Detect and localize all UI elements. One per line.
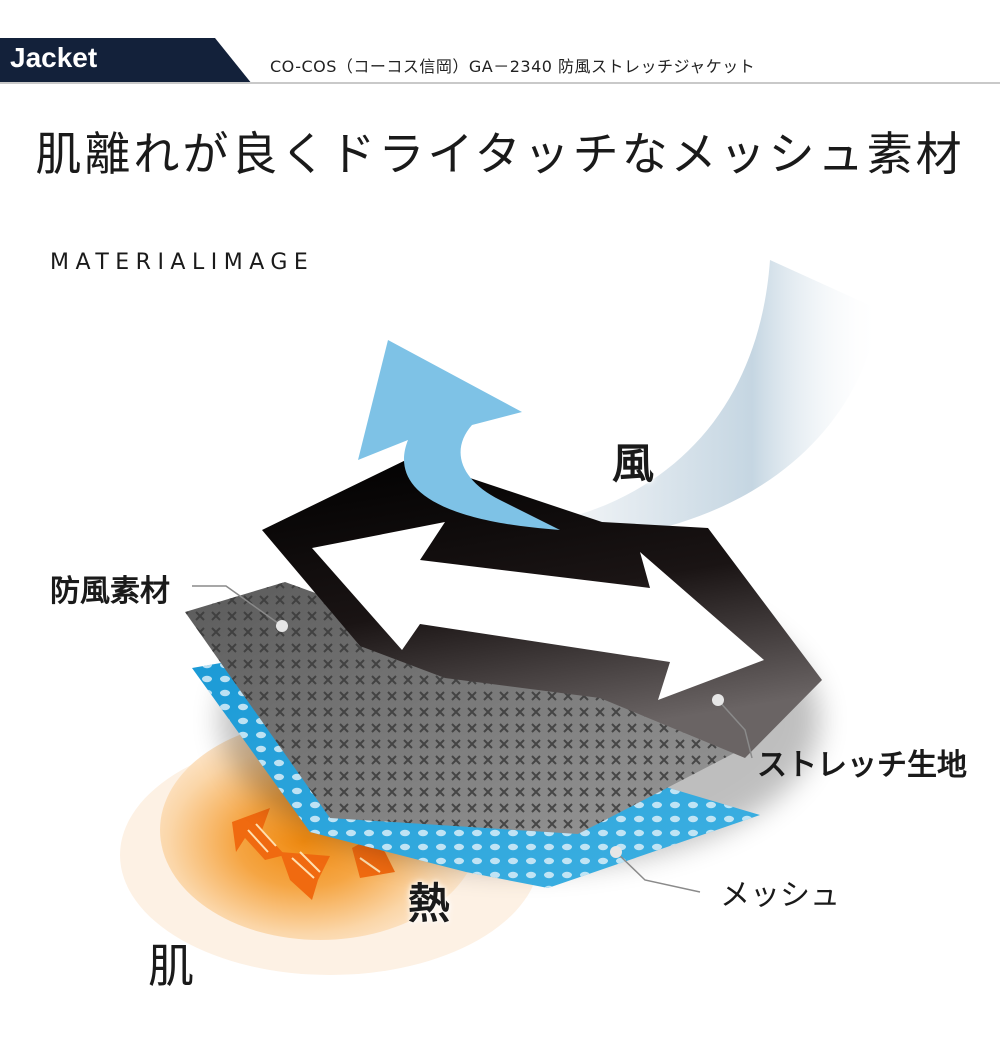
label-wind: 風 xyxy=(612,439,655,488)
leader-lines xyxy=(192,585,753,893)
header-bar: Jacket CO-COS（コーコス信岡）GA－2340 防風ストレッチジャケッ… xyxy=(0,38,1000,85)
header-rule xyxy=(0,82,1000,84)
stretch-marker xyxy=(712,694,724,706)
label-mesh: メッシュ xyxy=(720,878,840,913)
label-heat: 熱 xyxy=(408,879,451,928)
subhead: MATERIALIMAGE xyxy=(50,250,315,275)
category-tab xyxy=(0,38,252,84)
wind-tail xyxy=(560,260,880,540)
heat-arrows xyxy=(232,808,395,900)
wind-arrow-icon xyxy=(358,340,560,530)
label-skin: 肌 xyxy=(148,939,194,993)
category-label: Jacket xyxy=(10,42,98,73)
product-title: CO-COS（コーコス信岡）GA－2340 防風ストレッチジャケット xyxy=(270,57,756,76)
label-windproof: 防風素材 xyxy=(50,574,170,609)
stretch-double-arrow-icon xyxy=(312,522,764,700)
mesh-marker xyxy=(610,846,622,858)
windproof-marker xyxy=(276,620,288,632)
windproof-layer xyxy=(185,582,744,834)
headline: 肌離れが良くドライタッチなメッシュ素材 xyxy=(35,127,965,181)
label-stretch: ストレッチ生地 xyxy=(757,748,967,783)
